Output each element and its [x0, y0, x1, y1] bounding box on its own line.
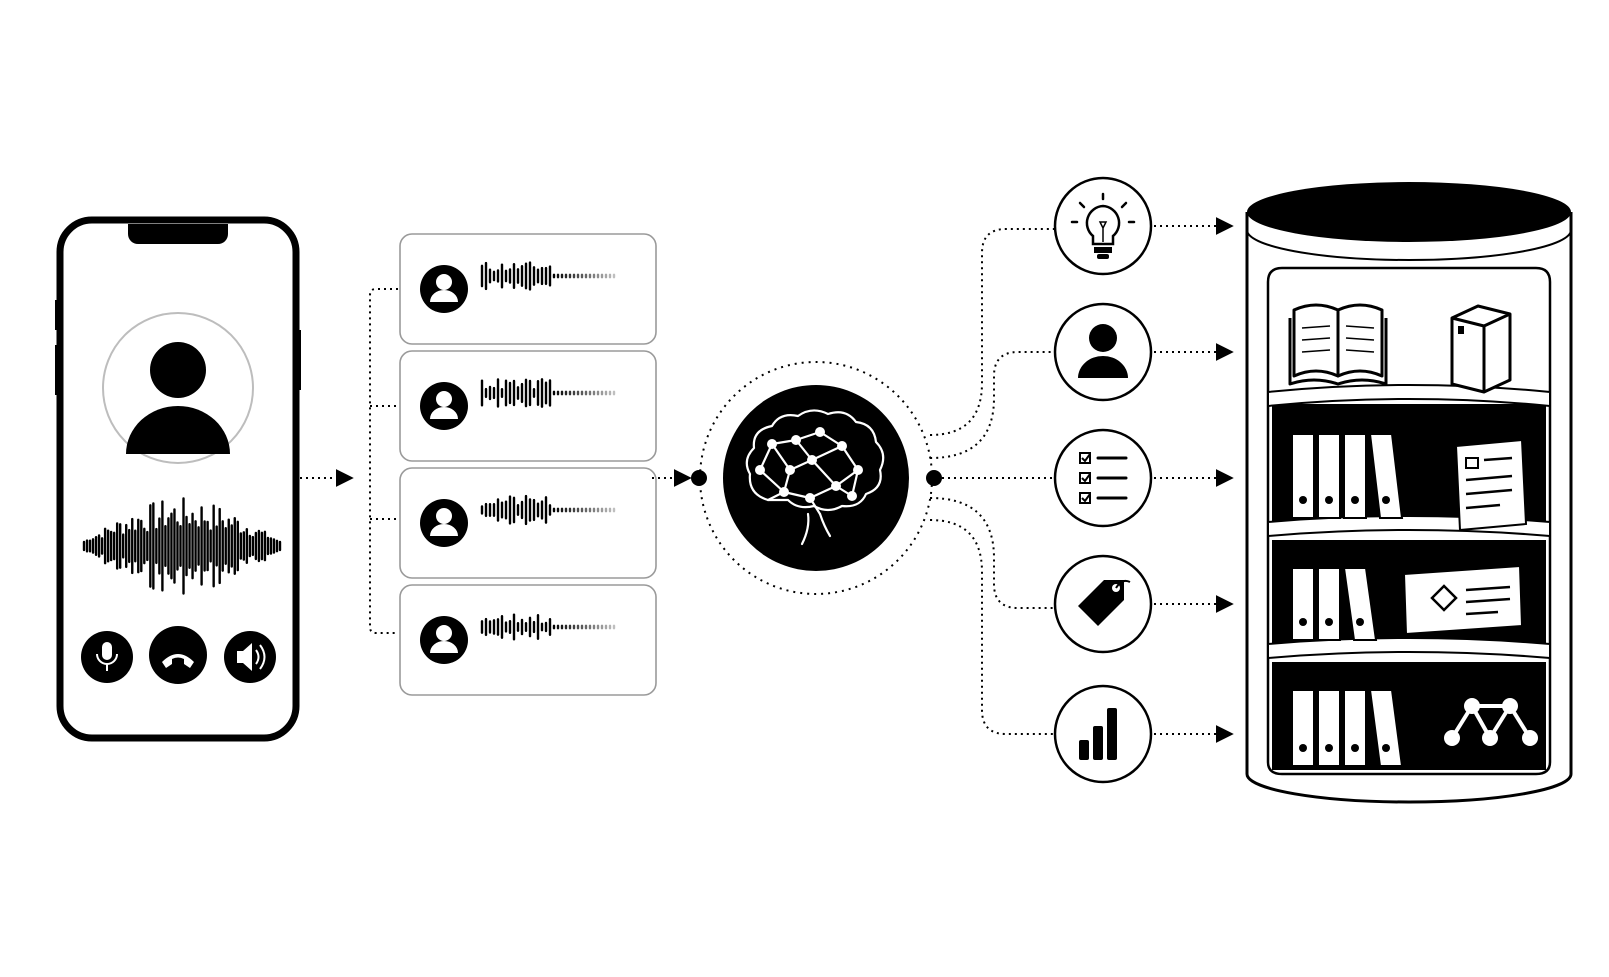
- phone-to-cards-connector: [300, 288, 398, 634]
- audio-waveform-icon: [82, 497, 282, 595]
- caller-avatar: [102, 312, 254, 464]
- audio-waveform-icon: [480, 378, 616, 408]
- tag-icon: [1053, 554, 1153, 654]
- card-icon: [1402, 564, 1524, 636]
- database-cylinder-icon: [1245, 182, 1573, 804]
- lightbulb-icon: [1053, 176, 1153, 276]
- processor: [699, 361, 942, 595]
- transcript-card[interactable]: [399, 233, 657, 345]
- phone-side-button-right: [296, 330, 301, 390]
- checklist-icon: [1053, 428, 1153, 528]
- processor-disc: [723, 385, 909, 571]
- cards-to-processor-connector: [652, 469, 707, 487]
- person-icon: [420, 382, 468, 430]
- transcript-text-lines: [481, 303, 617, 327]
- transcript-card[interactable]: [399, 350, 657, 462]
- open-book-icon: [1288, 303, 1388, 386]
- binders-icon: [1291, 567, 1378, 641]
- brain-network-icon: [745, 409, 885, 546]
- person-icon: [126, 342, 230, 454]
- audio-waveform-icon: [480, 494, 616, 526]
- phone: [55, 216, 301, 742]
- hang-up-icon[interactable]: [149, 626, 207, 684]
- bar-chart-icon: [1053, 684, 1153, 784]
- processor-to-outputs-connectors: [929, 228, 1054, 735]
- transcript-cards: [399, 233, 657, 696]
- box-icon: [1450, 304, 1512, 394]
- network-graph-icon: [1444, 698, 1538, 746]
- person-icon: [420, 616, 468, 664]
- output-node-dot: [926, 470, 942, 486]
- binders-icon: [1291, 433, 1404, 519]
- person-icon: [420, 499, 468, 547]
- transcript-text-lines: [481, 654, 617, 678]
- phone-notch: [128, 224, 228, 244]
- binders-icon: [1291, 689, 1404, 767]
- transcript-card[interactable]: [399, 584, 657, 696]
- output-categories: [1053, 176, 1153, 784]
- transcript-text-lines: [481, 537, 617, 561]
- audio-waveform-icon: [480, 261, 616, 291]
- person-icon: [1053, 302, 1153, 402]
- document-icon: [1454, 438, 1528, 532]
- outputs-to-database-arrows: [1154, 217, 1234, 743]
- call-controls: [81, 626, 276, 684]
- phone-side-button-left: [55, 300, 60, 330]
- audio-waveform-icon: [480, 613, 616, 641]
- cylinder-top: [1247, 182, 1571, 242]
- microphone-icon[interactable]: [81, 631, 133, 683]
- transcript-card[interactable]: [399, 467, 657, 579]
- transcript-text-lines: [481, 420, 617, 444]
- phone-side-button-left-2: [55, 345, 60, 395]
- speaker-icon[interactable]: [224, 631, 276, 683]
- person-icon: [420, 265, 468, 313]
